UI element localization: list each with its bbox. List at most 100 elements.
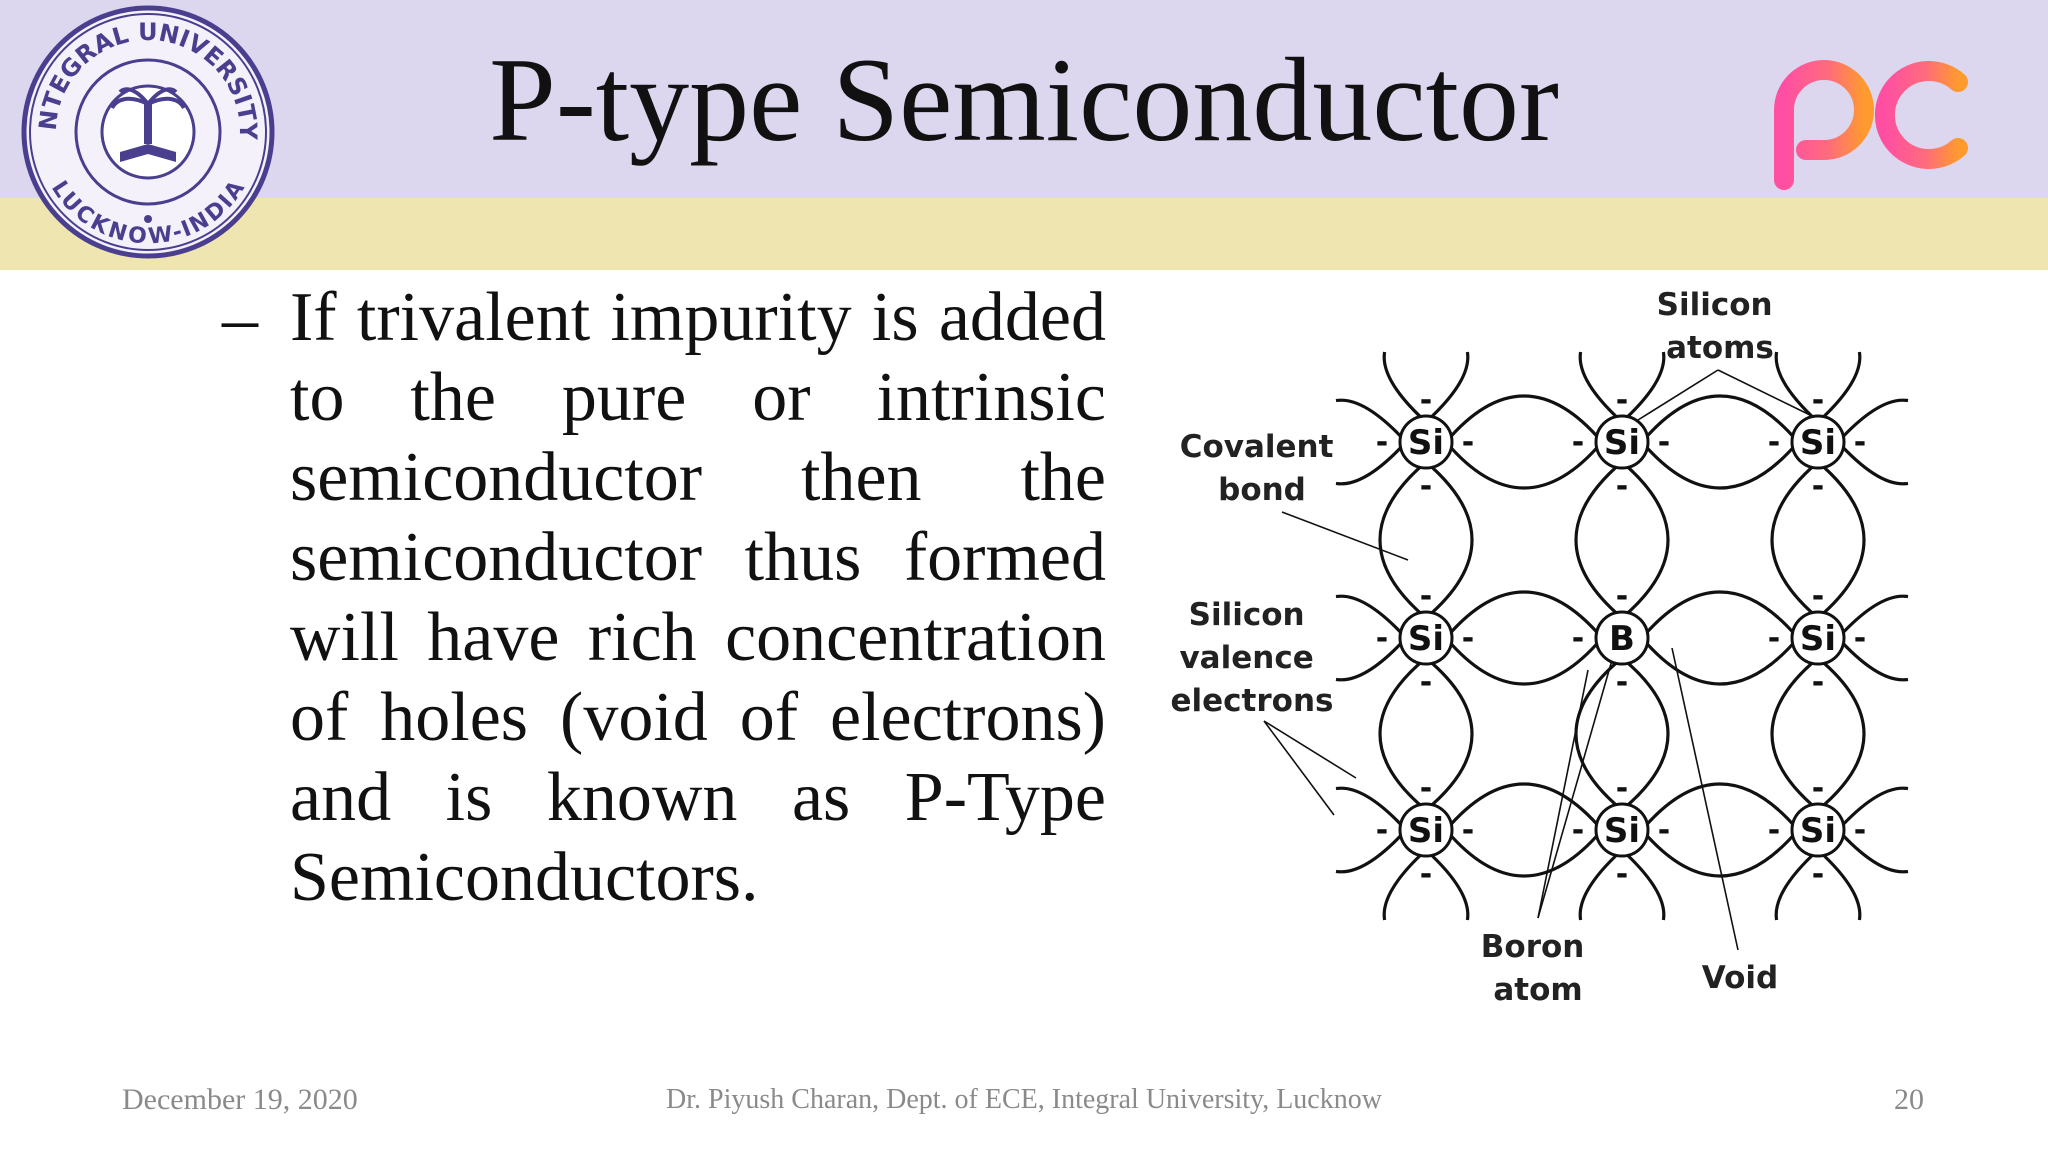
atom-symbol: Si	[1800, 811, 1836, 851]
bond-arc	[1444, 828, 1604, 878]
bond-stub	[1836, 786, 1909, 832]
bond-stub	[1335, 398, 1408, 444]
bond-stub	[1578, 848, 1624, 921]
bond-arc	[1444, 394, 1604, 444]
slide-title: P-type Semiconductor	[489, 33, 1559, 166]
valence-electron: -	[1616, 579, 1628, 614]
bond-arc	[1378, 656, 1428, 812]
label-valence-line3: electrons	[1171, 683, 1334, 719]
bond-arc	[1816, 656, 1866, 812]
valence-electron: -	[1420, 383, 1432, 418]
bond-arc	[1424, 656, 1474, 812]
label-silicon-atoms-line2: atoms	[1666, 330, 1774, 366]
valence-electron: -	[1768, 425, 1780, 460]
bond-arc	[1640, 440, 1800, 490]
leader-line	[1537, 659, 1613, 919]
bond-stub	[1816, 351, 1862, 424]
silicon-atom	[1594, 414, 1650, 470]
atom-symbol: Si	[1800, 619, 1836, 659]
valence-electron: -	[1376, 425, 1388, 460]
silicon-atom	[1398, 414, 1454, 470]
bond-stub	[1620, 351, 1666, 424]
valence-electron: -	[1462, 425, 1474, 460]
valence-electron: -	[1420, 857, 1432, 892]
valence-electron: -	[1376, 621, 1388, 656]
atom-symbol: Si	[1800, 423, 1836, 463]
leader-line	[1263, 720, 1335, 816]
bond-arc	[1424, 460, 1474, 620]
bond-arc	[1574, 656, 1624, 812]
valence-electron: -	[1462, 621, 1474, 656]
bond-stub	[1774, 848, 1820, 921]
header-band	[0, 0, 2048, 198]
valence-electron: -	[1420, 469, 1432, 504]
atom-symbol: Si	[1408, 619, 1444, 659]
label-boron-atom-line1: Boron	[1481, 929, 1585, 965]
silicon-atom	[1398, 802, 1454, 858]
valence-electron: -	[1768, 621, 1780, 656]
leader-line	[1671, 647, 1739, 951]
boron-atom	[1594, 610, 1650, 666]
label-valence-line1: Silicon	[1189, 597, 1305, 633]
valence-electron: -	[1768, 813, 1780, 848]
bond-arc	[1640, 636, 1800, 686]
atom-symbol: B	[1609, 619, 1635, 659]
label-covalent-bond: Covalent bond	[1180, 429, 1345, 508]
label-boron-atom: Boron atom	[1481, 929, 1595, 1008]
valence-electron: -	[1812, 383, 1824, 418]
covalent-bonds	[1335, 351, 1909, 921]
bond-stub	[1836, 828, 1909, 874]
bond-stub	[1620, 848, 1666, 921]
leader-line	[1717, 369, 1811, 416]
label-covalent-bond-line2: bond	[1218, 472, 1306, 508]
leader-line	[1281, 511, 1409, 561]
valence-electron: -	[1572, 621, 1584, 656]
footer-author: Dr. Piyush Charan, Dept. of ECE, Integra…	[666, 1084, 1382, 1115]
silicon-atom	[1398, 610, 1454, 666]
bond-stub	[1335, 636, 1408, 682]
valence-electron: -	[1572, 425, 1584, 460]
label-void-line1: Void	[1702, 960, 1778, 996]
bond-arc	[1444, 440, 1604, 490]
bond-arc	[1640, 590, 1800, 640]
footer-date: December 19, 2020	[122, 1083, 358, 1116]
bond-stub	[1335, 786, 1408, 832]
valence-electron: -	[1658, 425, 1670, 460]
silicon-atom	[1790, 802, 1846, 858]
valence-electron: -	[1376, 813, 1388, 848]
valence-electron: -	[1616, 771, 1628, 806]
bond-stub	[1774, 351, 1820, 424]
bond-stub	[1836, 594, 1909, 640]
valence-electron: -	[1616, 383, 1628, 418]
bond-stub	[1578, 351, 1624, 424]
bond-arc	[1378, 460, 1428, 620]
valence-electron: -	[1812, 579, 1824, 614]
valence-electron: -	[1658, 813, 1670, 848]
footer-page-number: 20	[1894, 1083, 1924, 1116]
integral-university-seal-logo: INTEGRAL UNIVERSITY LUCKNOW-INDIA	[16, 4, 275, 259]
valence-electron: -	[1854, 813, 1866, 848]
atom-symbol: Si	[1604, 423, 1640, 463]
bond-stub	[1424, 848, 1470, 921]
label-silicon-valence-electrons: Silicon valence electrons	[1171, 597, 1334, 719]
valence-electron: -	[1854, 425, 1866, 460]
silicon-atom	[1790, 610, 1846, 666]
valence-electron: -	[1812, 857, 1824, 892]
valence-electron: -	[1854, 621, 1866, 656]
atom-symbol: Si	[1408, 423, 1444, 463]
label-void: Void	[1702, 960, 1778, 996]
label-boron-atom-line2: atom	[1493, 972, 1582, 1008]
bond-stub	[1382, 848, 1428, 921]
bond-stub	[1335, 594, 1408, 640]
silicon-atom	[1594, 802, 1650, 858]
label-valence-line2: valence	[1179, 640, 1313, 676]
bond-arc	[1640, 782, 1800, 832]
leader-line	[1537, 669, 1589, 919]
valence-electron: -	[1812, 469, 1824, 504]
bond-stub	[1836, 440, 1909, 486]
bond-stub	[1382, 351, 1428, 424]
valence-electron: -	[1462, 813, 1474, 848]
p-type-lattice-diagram: Si----Si----Si----Si----B---Si----Si----…	[1171, 287, 1909, 1008]
valence-electron: -	[1616, 469, 1628, 504]
atoms: Si----Si----Si----Si----B---Si----Si----…	[1376, 383, 1866, 892]
